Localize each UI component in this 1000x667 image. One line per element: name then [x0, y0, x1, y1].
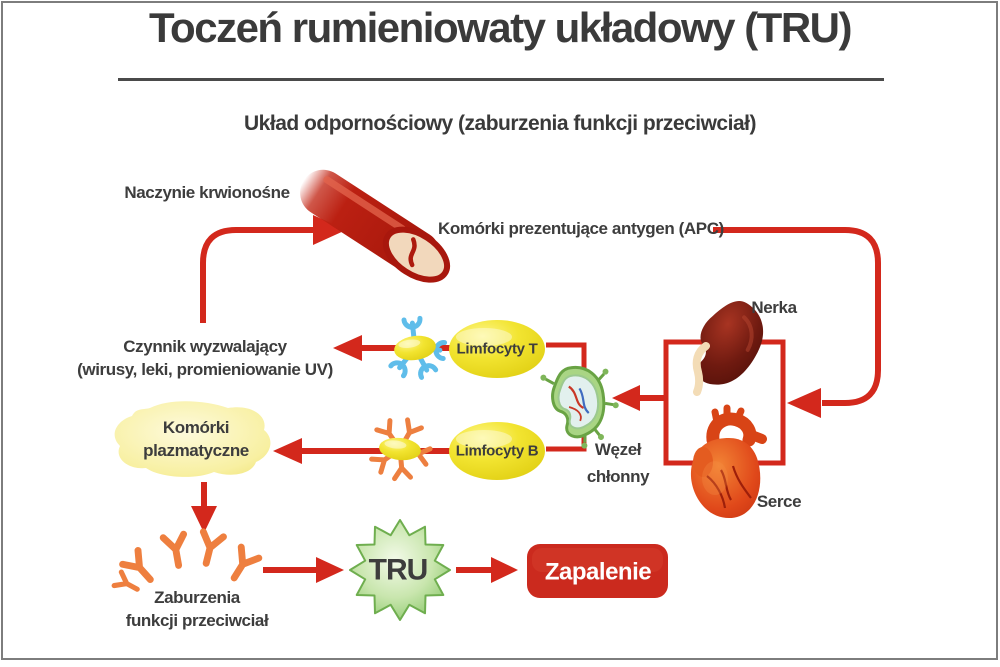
lymph-node-illustration [540, 365, 619, 449]
arrow-tru-to-inflammation [456, 557, 518, 583]
trigger-label: Czynnik wyzwalający (wirusy, leki, promi… [77, 335, 333, 381]
page-subtitle: Układ odpornościowy (zaburzenia funkcji … [244, 112, 756, 135]
antibodies-cluster [111, 528, 263, 592]
plasma-cells-label-line2: plazmatyczne [143, 441, 249, 460]
t-lymphocytes-label: Limfocyty T [456, 340, 538, 358]
b-cell-icon [369, 417, 433, 482]
apc-label: Komórki prezentujące antygen (APC) [438, 219, 724, 238]
antibody-disorder-label-line1: Zaburzenia [154, 588, 240, 607]
trigger-label-line1: Czynnik wyzwalający [123, 337, 287, 356]
tru-starburst [349, 519, 451, 621]
title-underline [118, 78, 884, 81]
heart-label: Serce [756, 492, 802, 511]
heart-illustration [690, 404, 767, 519]
plasma-cells-label: Komórki plazmatyczne [143, 416, 249, 462]
blood-vessel-illustration [300, 169, 451, 283]
lymph-node-label: Węzeł chłonny [586, 436, 650, 490]
plasma-cells-label-line1: Komórki [162, 418, 230, 437]
plasma-cells-blob [114, 401, 271, 477]
lymph-node-label-line1: Węzeł [594, 440, 642, 459]
kidney-label: Nerka [751, 298, 797, 317]
inflammation-label: Zapalenie [544, 558, 652, 586]
kidney-ureter [692, 342, 710, 396]
b-lymphocytes-label: Limfocyty B [455, 442, 539, 460]
b-lymphocytes-node [449, 422, 545, 480]
lymph-node-label-line2: chłonny [586, 467, 650, 486]
blood-vessel-label: Naczynie krwionośne [124, 183, 290, 202]
inflammation-box [527, 544, 668, 598]
antibody-disorder-label: Zaburzenia funkcji przeciwciał [126, 586, 269, 632]
arrow-antibodies-to-tru [263, 557, 344, 583]
arrow-plasmacells-to-antibodies [191, 482, 217, 533]
t-cell-icon [388, 315, 448, 380]
trigger-label-line2: (wirusy, leki, promieniowanie UV) [77, 360, 333, 379]
page-title: Toczeń rumieniowaty układowy (TRU) [149, 4, 852, 51]
arrow-trigger-to-vessel [200, 215, 346, 323]
arrow-apc-to-organs [713, 227, 881, 418]
antibody-disorder-label-line2: funkcji przeciwciał [125, 611, 269, 630]
kidney-illustration [696, 301, 764, 385]
arrow-organs-to-lymphnode [612, 385, 664, 411]
tru-label: TRU [368, 553, 429, 587]
t-lymphocytes-node [449, 320, 545, 378]
